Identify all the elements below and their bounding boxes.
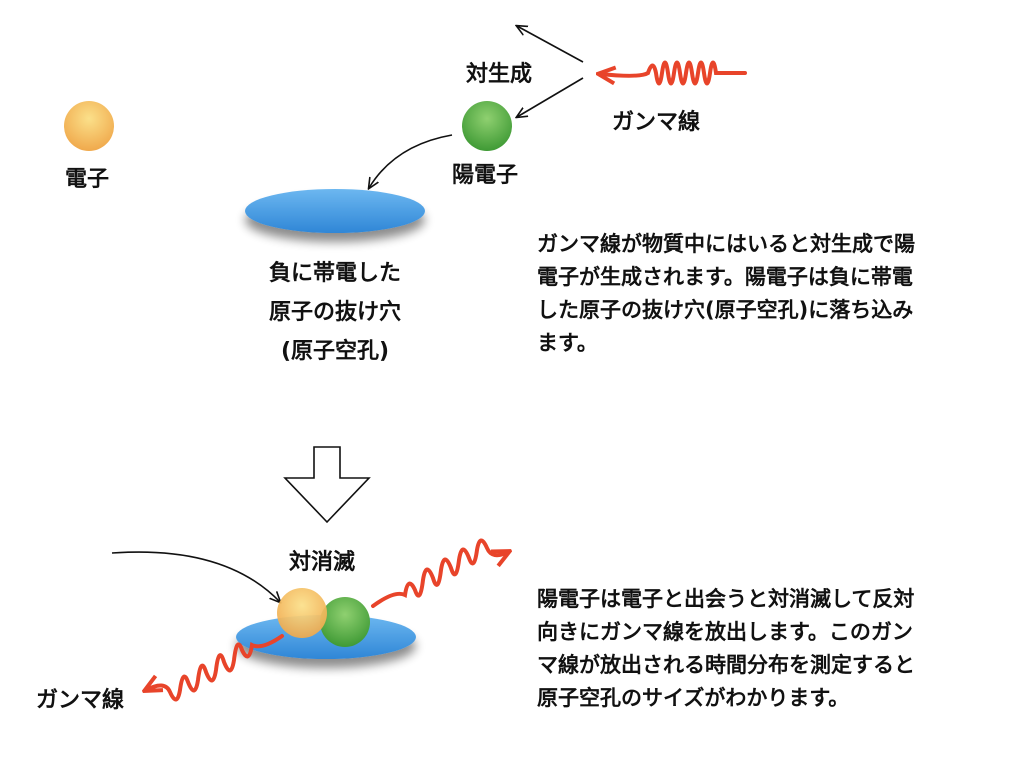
explanation-top-line-1: ガンマ線が物質中にはいると対生成で陽 xyxy=(537,232,915,256)
electron-sphere-annihilation xyxy=(277,588,327,638)
explanation-top-line-2: 電子が生成されます。陽電子は負に帯電 xyxy=(537,265,913,289)
gamma-wave-out-right xyxy=(371,538,508,608)
explanation-bottom-line-4: 原子空孔のサイズがわかります。 xyxy=(537,686,850,710)
positron-sphere xyxy=(462,101,512,151)
explanation-bottom-line-2: 向きにガンマ線を放出します。このガン xyxy=(537,620,913,644)
positron-label: 陽電子 xyxy=(452,163,519,188)
gamma-wave-top xyxy=(600,60,747,86)
electron-label: 電子 xyxy=(65,167,110,192)
electron-approach-arrow xyxy=(111,551,280,602)
transition-down-arrow xyxy=(283,446,371,524)
gamma-label-bottom: ガンマ線 xyxy=(36,688,125,713)
vacancy-label-line-2: 原子の抜け穴 xyxy=(268,300,401,325)
positron-sphere-annihilation xyxy=(320,597,370,647)
explanation-bottom-line-1: 陽電子は電子と出会うと対消滅して反対 xyxy=(537,587,915,611)
explanation-top: ガンマ線が物質中にはいると対生成で陽 電子が生成されます。陽電子は負に帯電 した… xyxy=(537,228,1007,360)
annihilation-label: 対消滅 xyxy=(289,550,356,575)
pair-arrow-up xyxy=(517,26,584,63)
vacancy-disc-top xyxy=(245,189,425,233)
gamma-label-top: ガンマ線 xyxy=(612,110,701,135)
positron-fall-arrow xyxy=(369,134,453,188)
pair-arrow-down xyxy=(517,77,584,117)
vacancy-label-line-3: (原子空孔) xyxy=(280,339,390,364)
pair-production-label: 対生成 xyxy=(466,62,533,87)
gamma-wave-out-left xyxy=(146,634,284,702)
explanation-top-line-3: した原子の抜け穴(原子空孔)に落ち込み xyxy=(537,298,914,322)
electron-sphere xyxy=(64,101,114,151)
explanation-top-line-4: ます。 xyxy=(537,331,598,355)
vacancy-label: 負に帯電した 原子の抜け穴 (原子空孔) xyxy=(245,254,425,371)
explanation-bottom-line-3: マ線が放出される時間分布を測定すると xyxy=(537,653,915,677)
explanation-bottom: 陽電子は電子と出会うと対消滅して反対 向きにガンマ線を放出します。このガン マ線… xyxy=(537,583,1007,715)
vacancy-label-line-1: 負に帯電した xyxy=(268,261,401,286)
